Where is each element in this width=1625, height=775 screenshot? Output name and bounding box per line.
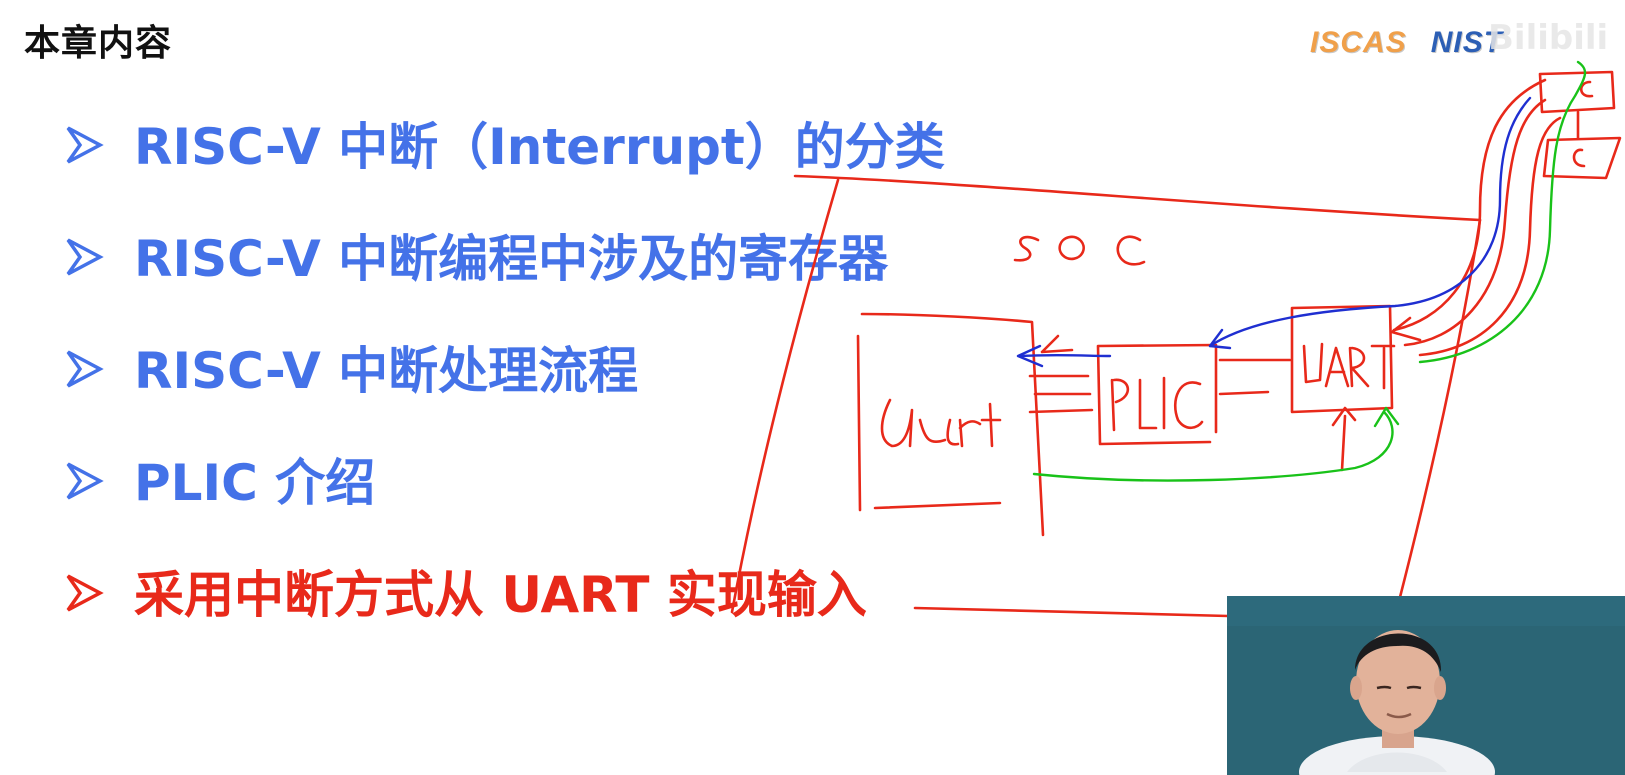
external-cable [1392,78,1547,332]
bilibili-watermark: Bilibili [1488,18,1609,58]
chevron-right-icon [60,456,122,502]
chevron-right-icon [60,120,122,166]
outline-item-plic: PLIC 介绍 [60,443,375,515]
external-device-label [1572,148,1586,168]
soc-box-top [793,174,1482,222]
outline-item-text: RISC-V 中断编程中涉及的寄存器 [134,230,889,288]
soc-label [1013,235,1146,266]
uart-right-box [1290,304,1394,414]
external-device-mark [1579,80,1594,98]
presenter-figure [1227,596,1625,775]
external-cable-2 [1403,98,1547,347]
outline-item-text: 采用中断方式从 UART 实现输入 [134,566,867,624]
plic-box [1096,343,1218,446]
chapter-title: 本章内容 [24,23,173,64]
external-cable-3 [1418,116,1562,357]
external-device-top [1538,70,1616,114]
outline-item-interrupt-registers: RISC-V 中断编程中涉及的寄存器 [60,219,888,291]
green-data-path [1032,60,1587,482]
soc-box-left [730,178,840,614]
outline-item-text: RISC-V 中断处理流程 [134,342,639,400]
nist-logo-text: NIST [1430,26,1504,59]
uart-up-arrow [1331,406,1357,472]
outline-item-interrupt-flow: RISC-V 中断处理流程 [60,331,638,403]
outline-item-uart-input-active: 采用中断方式从 UART 实现输入 [60,555,867,627]
outline-item-text: RISC-V 中断（Interrupt）的分类 [134,118,945,176]
uart-plic-link [1028,374,1094,414]
plic-to-uart-arrow [1040,334,1074,354]
iscas-logo-text: ISCAS [1310,26,1407,59]
presenter-video [1227,596,1625,775]
chevron-right-icon [60,232,122,278]
uart-box [856,312,1045,537]
blue-interrupt-path [1018,96,1532,358]
blue-arrow-head [1016,328,1232,368]
outline-item-interrupt-classification: RISC-V 中断（Interrupt）的分类 [60,107,945,179]
outline-item-text: PLIC 介绍 [134,454,376,512]
chevron-right-icon [60,344,122,390]
institution-logo: ISCAS NIST [1310,26,1503,60]
uart-right-label [1302,342,1396,390]
external-device-bottom [1542,136,1622,180]
plic-label [1110,376,1204,432]
uart-left-label [880,398,1002,448]
soc-box-bottom [913,606,1230,618]
green-arrow-head [1373,406,1400,428]
plic-uart-link [1218,358,1292,396]
chevron-right-icon [60,568,122,614]
